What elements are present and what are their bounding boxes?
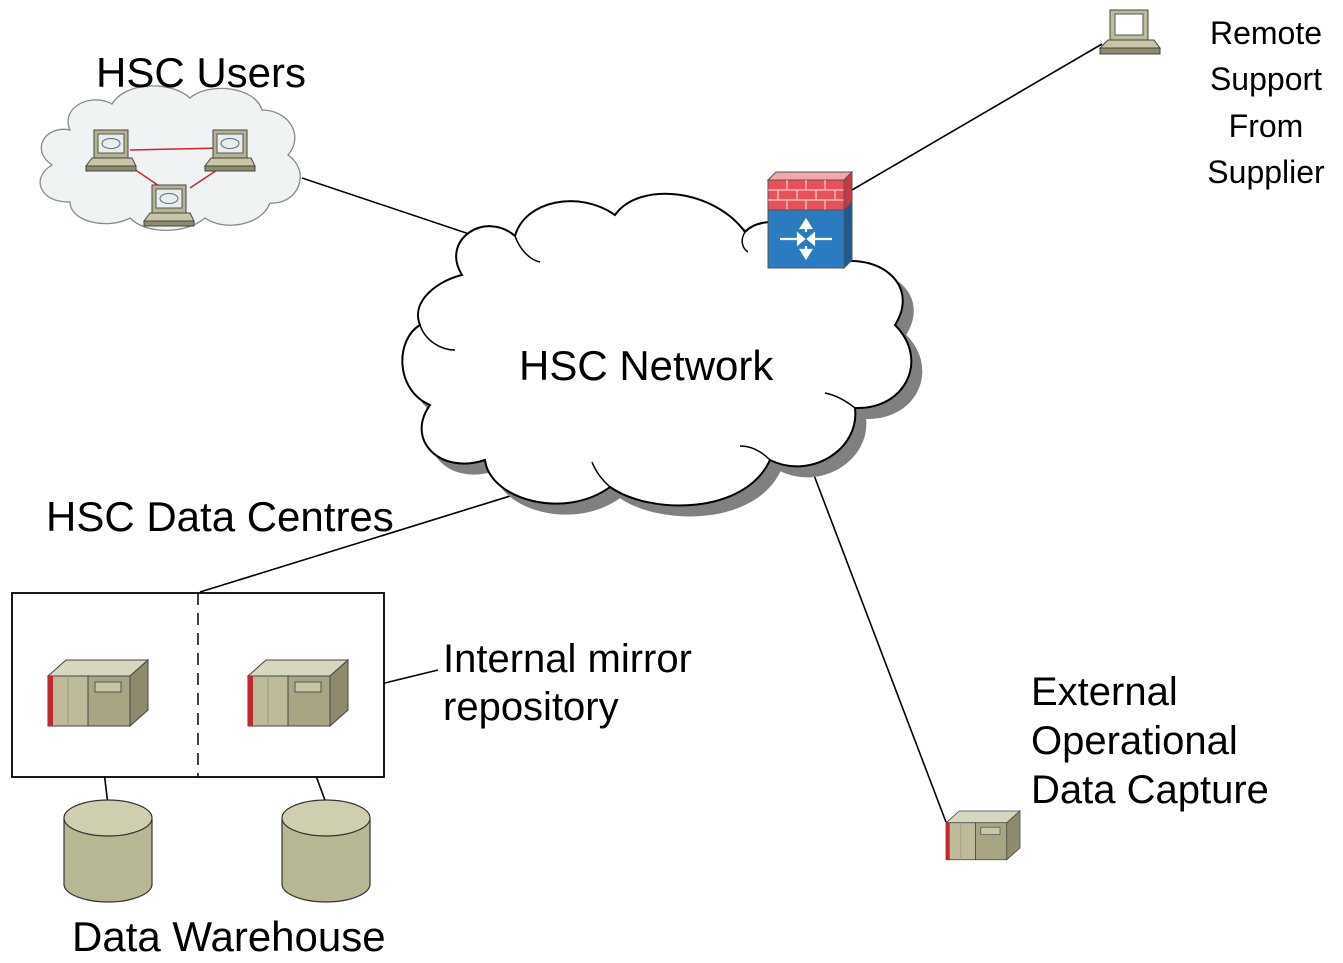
link-network-datacentres: [199, 487, 537, 593]
server-tower-icon: [945, 810, 1021, 861]
database-cylinder-icon: [281, 799, 371, 903]
link-network-external: [811, 469, 947, 823]
hsc-data-centres-label: HSC Data Centres: [46, 493, 394, 540]
remote-line-3: From: [1228, 107, 1304, 144]
server-tower-icon: [247, 659, 349, 727]
remote-line-4: Supplier: [1207, 154, 1325, 191]
external-line-1: External: [1031, 670, 1178, 714]
network-cloud-icon: [401, 192, 923, 517]
link-firewall-remote: [851, 43, 1103, 191]
data-warehouse-label: Data Warehouse: [72, 913, 386, 960]
server-tower-icon: [47, 659, 149, 727]
internal-mirror-label: Internal mirror repository: [443, 635, 692, 731]
external-operational-label: External Operational Data Capture: [1031, 668, 1269, 814]
internal-mirror-line-1: Internal mirror: [443, 637, 692, 681]
external-line-3: Data Capture: [1031, 767, 1269, 812]
firewall-router-icon: [766, 170, 854, 270]
remote-line-1: Remote: [1209, 15, 1323, 51]
remote-line-2: Support: [1209, 61, 1323, 98]
cloud-workgroup-icon: [39, 85, 301, 232]
remote-support-label: Remote Support From Supplier: [1196, 10, 1336, 196]
database-cylinder-icon: [63, 799, 153, 903]
internal-mirror-line-2: repository: [443, 685, 619, 729]
hsc-users-label: HSC Users: [96, 49, 307, 96]
external-line-2: Operational: [1031, 718, 1238, 763]
hsc-network-label: HSC Network: [519, 342, 774, 389]
desktop-computer-icon: [1099, 9, 1161, 55]
